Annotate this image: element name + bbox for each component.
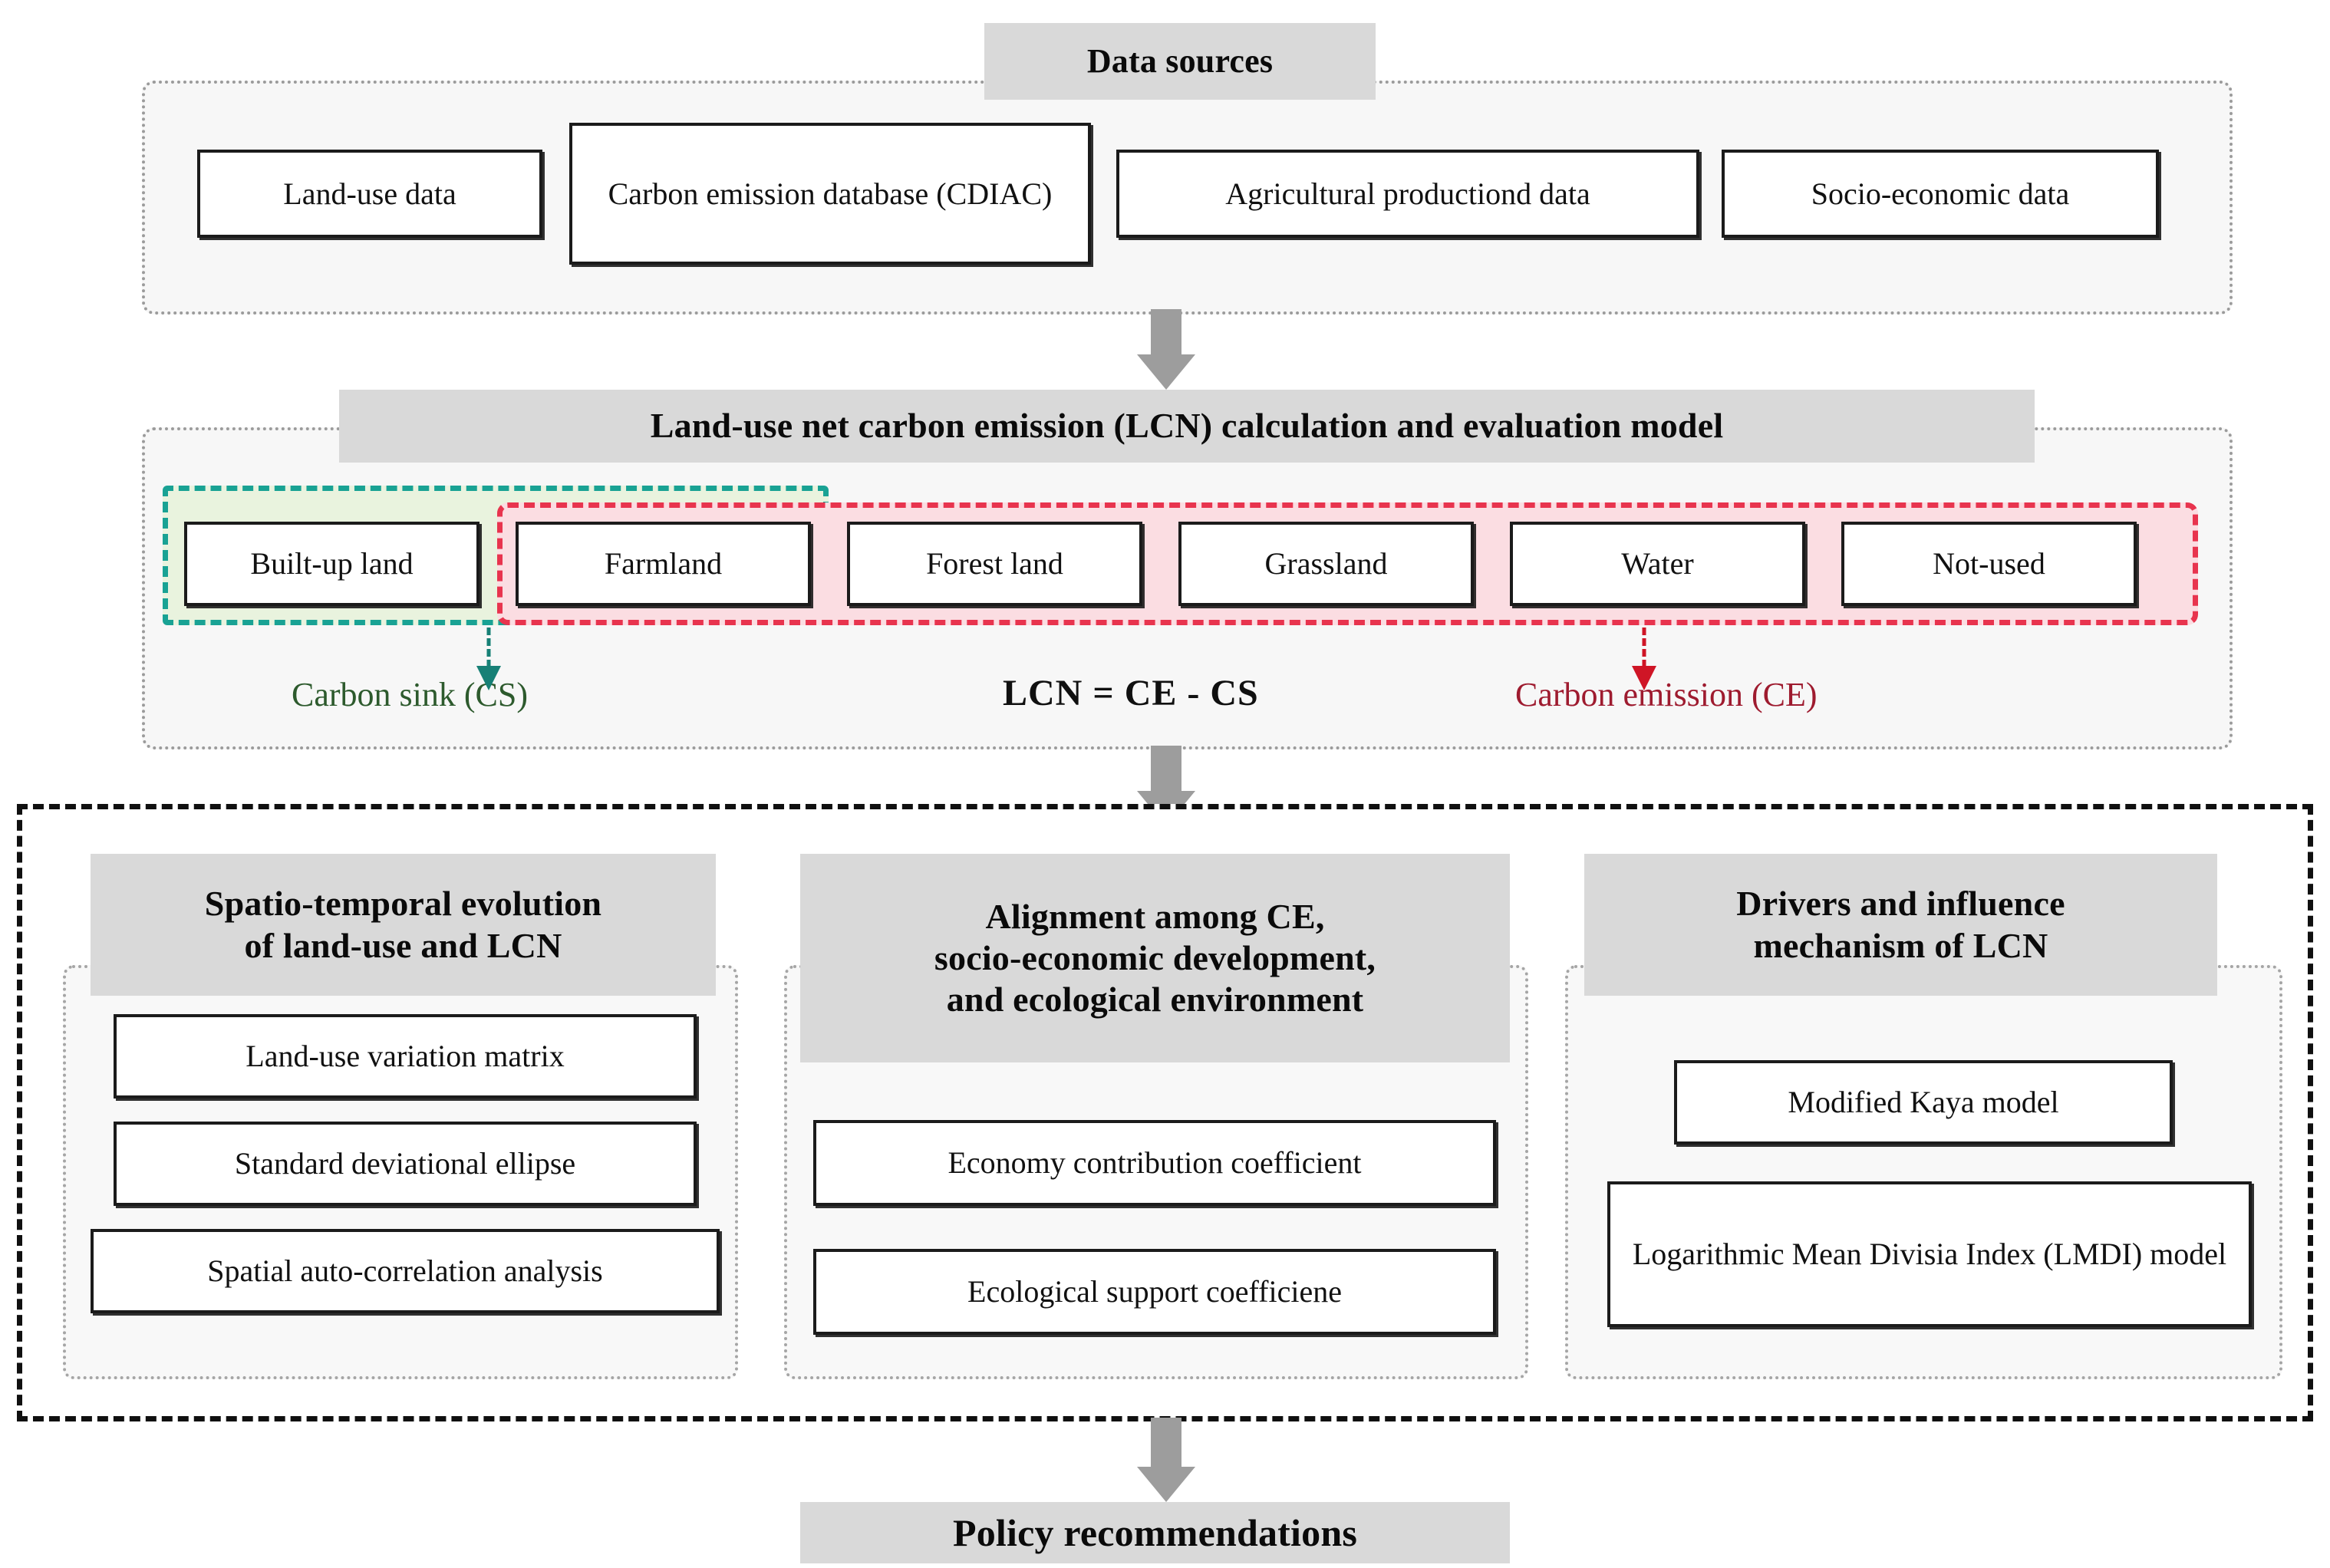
method-box-land-use-variation-matrix: Land-use variation matrix: [114, 1014, 697, 1099]
carbon-emission-arrow: [1631, 628, 1657, 690]
cdiac-label: Carbon emission database (CDIAC): [608, 176, 1053, 211]
analysis-header-3-line2: mechanism of LCN: [1753, 925, 2048, 965]
analysis-header-2: Alignment among CE, socio-economic devel…: [800, 854, 1510, 1062]
land-use-box-not-used: Not-used: [1841, 522, 2137, 606]
analysis-header-2-line2: socio-economic development,: [934, 937, 1376, 977]
lcn-formula: LCN = CE - CS: [1003, 673, 1259, 713]
method-box-economy-contribution-coefficient: Economy contribution coefficient: [813, 1120, 1496, 1206]
arrow-data-to-model: [1137, 309, 1195, 390]
analysis-header-3-line1: Drivers and influence: [1736, 884, 2065, 924]
method-box-standard-deviational-ellipse: Standard deviational ellipse: [114, 1122, 697, 1206]
policy-recommendations-header: Policy recommendations: [800, 1502, 1510, 1563]
analysis-header-3: Drivers and influence mechanism of LCN: [1584, 854, 2217, 996]
land-use-box-forest-land: Forest land: [847, 522, 1142, 606]
data-sources-header: Data sources: [984, 23, 1376, 100]
analysis-header-1-line2: of land-use and LCN: [244, 925, 562, 965]
land-use-box-built-up-land: Built-up land: [184, 522, 480, 606]
land-use-box-farmland: Farmland: [516, 522, 811, 606]
analysis-header-1-line1: Spatio-temporal evolution: [204, 884, 602, 924]
data-source-box-agriculture: Agricultural productiond data: [1116, 150, 1699, 238]
carbon-emission-label: Carbon emission (CE): [1515, 676, 1818, 713]
data-source-box-socio-economic: Socio-economic data: [1722, 150, 2159, 238]
method-box-spatial-auto-correlation: Spatial auto-correlation analysis: [91, 1229, 720, 1313]
method-box-ecological-support-coefficiene: Ecological support coefficiene: [813, 1249, 1496, 1335]
analysis-header-2-line1: Alignment among CE,: [985, 896, 1325, 936]
land-use-box-grassland: Grassland: [1178, 522, 1474, 606]
method-box-lmdi-model: Logarithmic Mean Divisia Index (LMDI) mo…: [1607, 1181, 2252, 1327]
data-source-box-cdiac: Carbon emission database (CDIAC): [569, 123, 1091, 265]
lmdi-label: Logarithmic Mean Divisia Index (LMDI) mo…: [1632, 1237, 2227, 1271]
data-source-box-land-use: Land-use data: [197, 150, 542, 238]
analysis-header-2-line3: and ecological environment: [946, 980, 1364, 1020]
carbon-sink-arrow: [476, 628, 502, 690]
model-header: Land-use net carbon emission (LCN) calcu…: [339, 390, 2035, 463]
arrow-analysis-to-policy: [1137, 1418, 1195, 1502]
analysis-header-1: Spatio-temporal evolution of land-use an…: [91, 854, 716, 996]
land-use-box-water: Water: [1510, 522, 1805, 606]
method-box-modified-kaya-model: Modified Kaya model: [1674, 1060, 2173, 1145]
